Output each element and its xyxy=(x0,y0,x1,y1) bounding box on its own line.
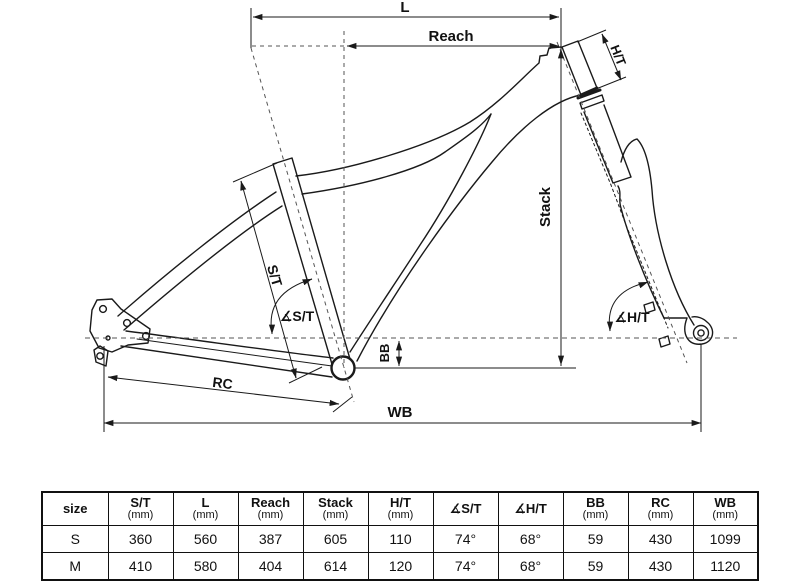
front-dropout xyxy=(663,316,714,345)
label-seat-tube-angle: ∡S/T xyxy=(280,308,315,324)
bottom-bracket-shell xyxy=(330,355,356,381)
value-cell: 410 xyxy=(107,552,174,581)
column-unit: (mm) xyxy=(192,509,219,522)
value-cell: 1099 xyxy=(692,525,759,553)
column-header-l: L(mm) xyxy=(172,491,239,526)
label-length: L xyxy=(400,0,409,16)
value-cell: 430 xyxy=(627,525,694,553)
value-cell: 74° xyxy=(432,552,499,581)
column-unit: (mm) xyxy=(647,509,674,522)
label-rear-center: RC xyxy=(212,374,234,392)
reference-lines xyxy=(85,31,737,403)
dimension-lines xyxy=(103,8,702,432)
seat-tube-axis xyxy=(250,47,355,403)
value-cell: 120 xyxy=(367,552,434,581)
value-cell: 74° xyxy=(432,525,499,553)
column-header-wb: WB(mm) xyxy=(692,491,759,526)
value-cell: 68° xyxy=(497,552,564,581)
fork-steerer xyxy=(583,104,632,184)
column-unit: (mm) xyxy=(582,509,609,522)
dim-ht-angle xyxy=(606,281,649,332)
frame-drawing xyxy=(89,40,714,378)
column-header-stack: Stack(mm) xyxy=(302,491,369,526)
derailleur-hanger xyxy=(93,345,109,367)
seat-stay xyxy=(117,191,283,331)
value-cell: 404 xyxy=(237,552,304,581)
value-cell: 110 xyxy=(367,525,434,553)
column-header-rc: RC(mm) xyxy=(627,491,694,526)
dim-ht xyxy=(601,33,622,81)
column-header-h-t: H/T(mm) xyxy=(367,491,434,526)
size-cell: S xyxy=(41,525,109,553)
column-unit: (mm) xyxy=(127,509,154,522)
value-cell: 614 xyxy=(302,552,369,581)
value-cell: 430 xyxy=(627,552,694,581)
column-unit: (mm) xyxy=(257,509,284,522)
label-head-tube: H/T xyxy=(607,43,629,68)
label-wheelbase: WB xyxy=(388,404,413,421)
fork-leg xyxy=(617,138,695,326)
label-head-tube-angle: ∡H/T xyxy=(614,309,650,325)
dim-rc xyxy=(107,374,340,407)
column-header--h-t: ∡H/T xyxy=(497,491,564,526)
dim-st-angle xyxy=(268,278,313,335)
value-cell: 360 xyxy=(107,525,174,553)
fork-crown xyxy=(576,88,602,100)
down-tube xyxy=(356,94,582,362)
top-tube xyxy=(295,46,562,177)
steering-axis xyxy=(556,41,688,364)
rear-dropout xyxy=(89,298,151,353)
value-cell: 605 xyxy=(302,525,369,553)
value-cell: 1120 xyxy=(692,552,759,581)
column-header-size: size xyxy=(41,491,109,526)
size-cell: M xyxy=(41,552,109,581)
label-reach: Reach xyxy=(428,28,473,45)
value-cell: 59 xyxy=(562,525,629,553)
label-bottom-bracket: BB xyxy=(377,344,392,363)
column-header--s-t: ∡S/T xyxy=(432,491,499,526)
bike-geometry-diagram: L Reach WB Stack BB S/T H/T RC ∡S/T ∡H/T xyxy=(85,0,737,432)
column-header-s-t: S/T(mm) xyxy=(107,491,174,526)
column-unit: (mm) xyxy=(712,509,739,522)
value-cell: 387 xyxy=(237,525,304,553)
value-cell: 560 xyxy=(172,525,239,553)
column-unit: (mm) xyxy=(387,509,414,522)
dim-st xyxy=(240,180,297,379)
label-seat-tube: S/T xyxy=(264,263,286,289)
value-cell: 68° xyxy=(497,525,564,553)
column-unit: (mm) xyxy=(322,509,349,522)
column-header-reach: Reach(mm) xyxy=(237,491,304,526)
value-cell: 580 xyxy=(172,552,239,581)
value-cell: 59 xyxy=(562,552,629,581)
label-stack: Stack xyxy=(537,186,554,227)
column-header-bb: BB(mm) xyxy=(562,491,629,526)
